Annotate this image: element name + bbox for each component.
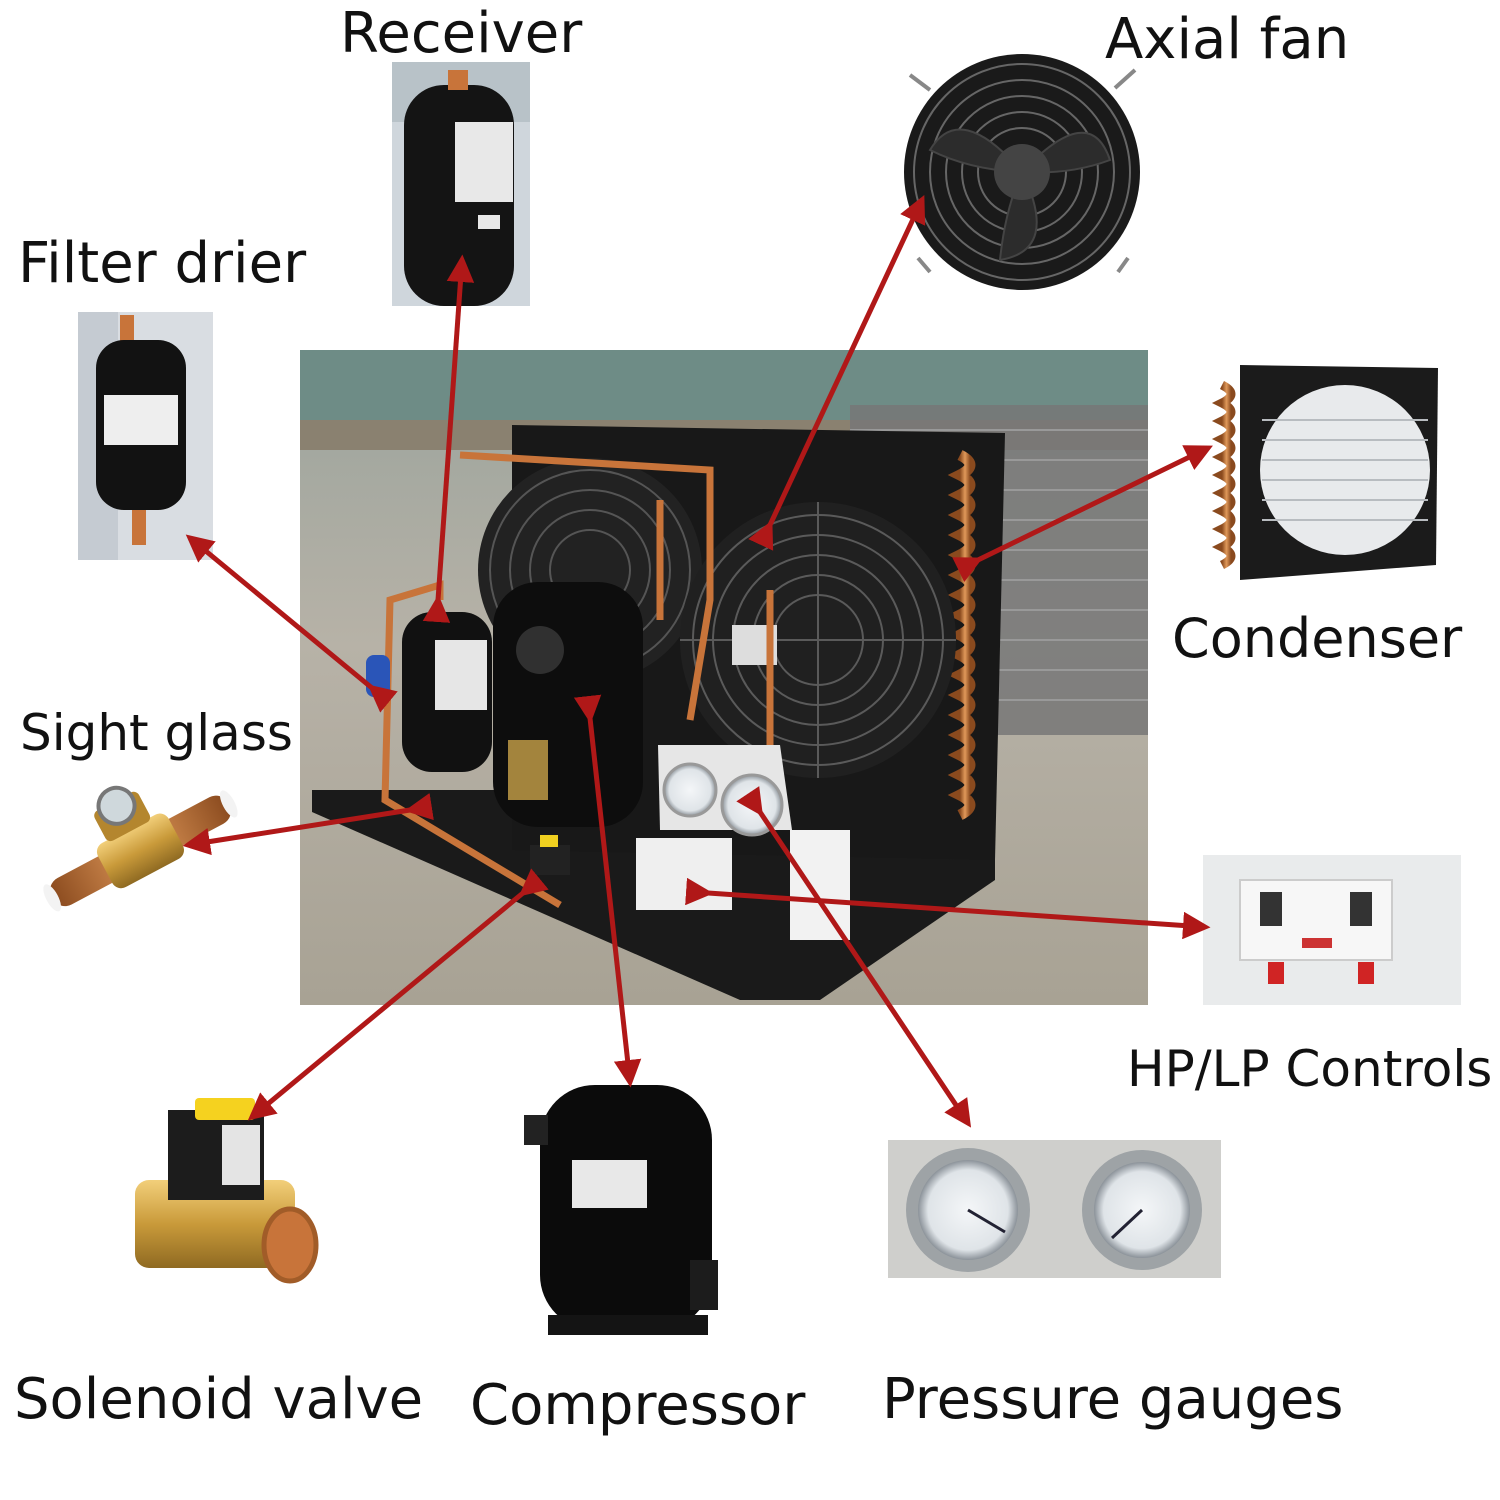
- label-axial-fan: Axial fan: [1105, 12, 1349, 68]
- label-hp-lp-controls: HP/LP Controls: [1127, 1044, 1492, 1094]
- condensing-unit-photo: [300, 350, 1148, 1005]
- label-condenser: Condenser: [1172, 612, 1462, 666]
- condenser-photo: [1222, 365, 1438, 580]
- pressure-gauges-photo: [888, 1140, 1221, 1278]
- label-pressure-gauges: Pressure gauges: [882, 1372, 1343, 1428]
- label-sight-glass: Sight glass: [20, 708, 293, 758]
- label-compressor: Compressor: [470, 1378, 805, 1434]
- axial-fan-photo: [904, 54, 1140, 290]
- label-filter-drier: Filter drier: [18, 236, 306, 292]
- label-receiver: Receiver: [340, 6, 582, 62]
- compressor-photo: [524, 1085, 718, 1335]
- filter-drier-photo: [78, 312, 213, 560]
- label-solenoid-valve: Solenoid valve: [14, 1372, 423, 1428]
- sight-glass-photo: [14, 740, 245, 923]
- pressure-switch-photo: [1203, 855, 1461, 1005]
- solenoid-valve-photo: [135, 1098, 316, 1281]
- unit-fan-right: [680, 502, 956, 778]
